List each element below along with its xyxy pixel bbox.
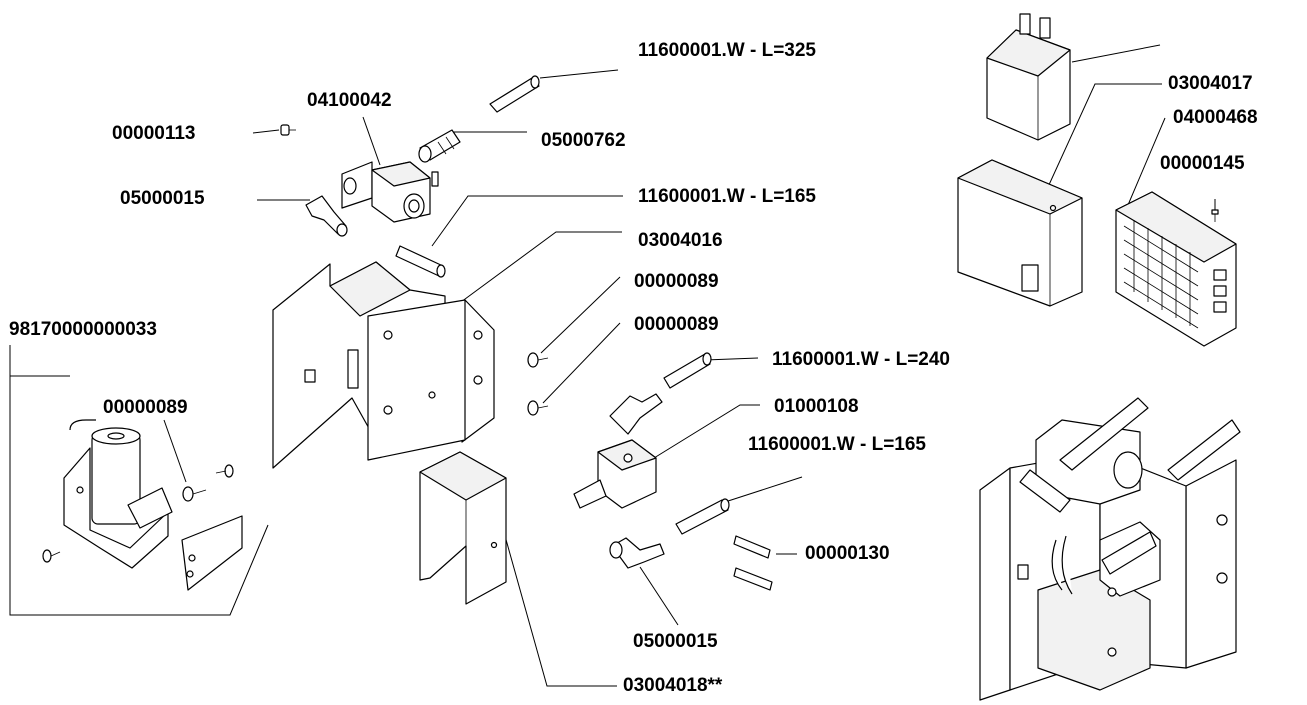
- elbow-05000015-bottom-part: [609, 537, 665, 569]
- label-screw-00000089-b: 00000089: [634, 314, 719, 335]
- label-cover-03004018: 03004018**: [623, 675, 723, 696]
- label-bracket-03004016: 03004016: [638, 230, 723, 251]
- label-elbow-05000015-bottom: 05000015: [633, 631, 718, 652]
- label-hose-l165-top: 11600001.W - L=165: [638, 186, 816, 207]
- relay-part: [986, 13, 1071, 141]
- screw-00000145-part: [1211, 209, 1219, 222]
- label-hose-l240: 11600001.W - L=240: [772, 349, 950, 370]
- screw-00000089-b-part: [527, 400, 549, 416]
- cover-03004017-part: [957, 159, 1083, 307]
- label-assembly-98170000000033: 98170000000033: [9, 319, 157, 340]
- assembled-view-part: [979, 397, 1241, 701]
- label-screw-00000145: 00000145: [1160, 153, 1245, 174]
- label-block-01000108: 01000108: [774, 396, 859, 417]
- hose-l165-bottom-part: [675, 498, 730, 535]
- small-plate-part: [181, 515, 243, 591]
- elbow-top-block-part: [609, 393, 663, 435]
- label-screw-00000130: 00000130: [805, 543, 890, 564]
- label-screw-00000089-a: 00000089: [634, 271, 719, 292]
- label-fitting-05000762: 05000762: [541, 130, 626, 151]
- pump-assembly-part: [63, 419, 173, 569]
- label-cover-03004017: 03004017: [1168, 73, 1253, 94]
- small-screw-bottom-part: [42, 549, 61, 563]
- fitting-05000762-part: [418, 129, 461, 163]
- elbow-05000015-top-part: [305, 195, 348, 237]
- label-elbow-05000015-top: 05000015: [120, 188, 205, 209]
- leader-lines: [9, 44, 1216, 687]
- label-hose-l165-bottom: 11600001.W - L=165: [748, 434, 926, 455]
- cover-03004018-part: [419, 451, 507, 605]
- label-hose-l325: 11600001.W - L=325: [638, 40, 816, 61]
- screw-00000130-part: [733, 535, 773, 591]
- grid-holes: [1123, 220, 1199, 329]
- grid-04000468-part: [1115, 191, 1237, 347]
- hose-l240-part: [663, 352, 712, 389]
- screw-00000089-c-part: [182, 486, 207, 502]
- small-screw-part: [215, 464, 234, 478]
- block-01000108-part: [573, 439, 657, 509]
- screw-00000089-a-part: [527, 352, 549, 368]
- label-valve-04100042: 04100042: [307, 90, 392, 111]
- hose-l165-top-part: [395, 245, 446, 278]
- label-screw-00000089-c: 00000089: [103, 397, 188, 418]
- screw-00000113-part: [280, 124, 296, 136]
- hose-l325-part: [489, 75, 540, 113]
- label-screw-00000113: 00000113: [112, 123, 196, 144]
- valve-04100042-part: [341, 161, 439, 223]
- bracket-03004016-part: [272, 261, 495, 469]
- label-grid-04000468: 04000468: [1173, 107, 1258, 128]
